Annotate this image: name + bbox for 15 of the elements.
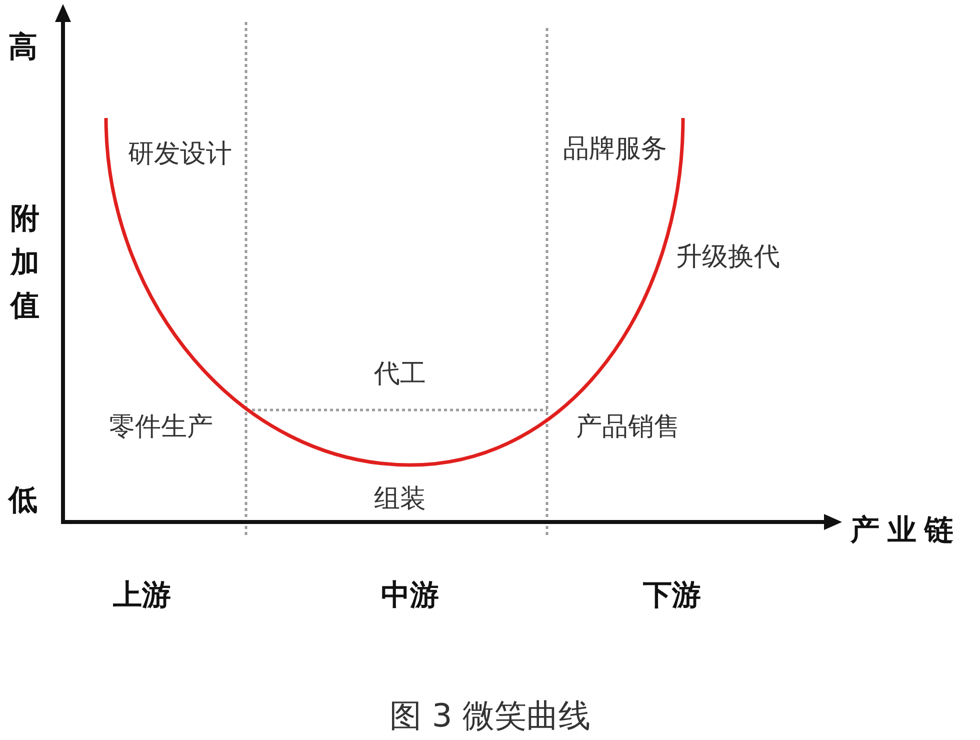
activity-label: 代工: [374, 360, 426, 390]
activity-label: 品牌服务: [563, 135, 667, 165]
stage-label: 上游: [113, 578, 171, 612]
activity-label: 组装: [374, 485, 426, 515]
stage-label: 中游: [381, 578, 439, 612]
axis-label: 产业链: [850, 513, 962, 547]
axis-label: 低: [8, 483, 38, 517]
activity-label: 产品销售: [576, 413, 680, 443]
activity-label: 零件生产: [109, 413, 213, 443]
figure-caption: 图 3 微笑曲线: [390, 698, 590, 734]
axis-label: 高: [8, 30, 38, 64]
activity-label: 研发设计: [128, 140, 232, 170]
axis-label: 附加值: [10, 200, 40, 324]
activity-label: 升级换代: [676, 243, 780, 273]
stage-label: 下游: [643, 578, 701, 612]
